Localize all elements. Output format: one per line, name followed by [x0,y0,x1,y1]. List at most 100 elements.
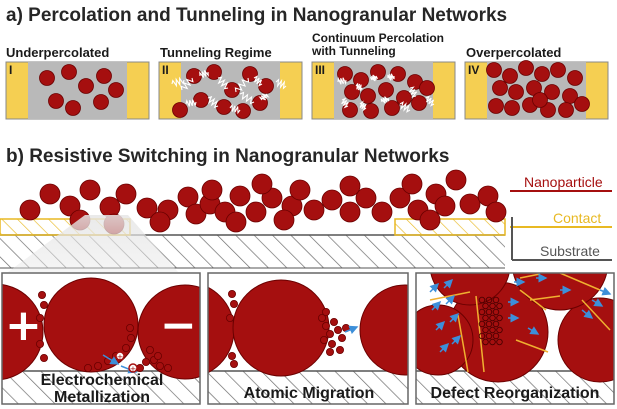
nanoparticle-a4 [558,102,574,118]
roman-numeral-4: IV [468,63,480,77]
nanoparticle-a3 [419,80,435,96]
metal-ion [145,345,154,354]
lattice-site [478,308,486,316]
lattice-site [489,314,496,322]
network-nanoparticle [99,196,121,218]
nanoparticle-a2 [172,102,188,118]
metal-ion [153,351,162,360]
metal-ion [36,313,45,322]
network-nanoparticle [201,179,223,201]
metal-ion [126,323,135,332]
network-nanoparticle [303,199,325,221]
migrating-atom [329,317,338,326]
mechanism-panel-defect [416,273,614,404]
lattice-site [478,332,486,340]
panel-a-nanoparticles [39,60,590,119]
roman-numeral-2: II [162,63,169,77]
migrating-atom [229,359,238,368]
mechanism-panel-ecm: + + [2,273,200,404]
panel-label-underpercolated: Underpercolated [6,45,110,60]
lattice-site [496,314,503,322]
network-nanoparticle [339,175,361,197]
network-nanoparticles [19,169,507,235]
nanoparticle-a2 [216,99,232,115]
migrating-atom [333,325,342,334]
metal-ion [163,363,172,372]
network-nanoparticle [245,201,267,223]
tunneling-path [239,91,255,105]
nanoparticle-a2 [224,82,240,98]
tunneling-path [217,76,229,90]
tunneling-path [180,77,194,91]
tunneling-path [359,100,367,112]
roman-numeral-1: I [9,63,13,77]
network-nanoparticle [371,201,393,223]
network-nanoparticle [79,179,101,201]
defect-motion-arrow [443,278,454,289]
tunneling-path [355,83,363,91]
defect-motion-arrow [599,287,612,296]
lattice-site [492,296,500,304]
lattice-site [489,338,496,346]
nanoparticle-a3 [378,82,394,98]
lattice-site [482,338,489,346]
lattice-site [489,326,496,334]
network-nanoparticle [177,186,199,208]
nanoparticle-a1 [78,78,94,94]
metal-ion [141,357,150,366]
network-nanoparticle [339,201,361,223]
lattice-site [482,326,489,334]
tunneling-path [229,103,241,115]
tunneling-path [275,78,287,90]
migrating-atom [325,347,334,356]
lattice-site [485,308,493,316]
nanoparticle-a4 [574,96,590,112]
mechanism-panel-migration [208,273,408,404]
tunneling-zigzags [171,70,435,115]
nanoparticle-a4 [486,62,502,78]
metal-ion [94,361,103,370]
svg-text:+: + [130,365,137,374]
nanoparticle-a2 [193,92,209,108]
network-nanoparticle [251,173,273,195]
network-nanoparticle [225,211,247,233]
tunneling-path [253,75,263,87]
lattice-site [496,338,503,346]
legend-contact: Contact [553,210,602,226]
metal-ion [122,343,131,352]
migrating-atom [227,351,236,360]
lattice-site [482,314,489,322]
nanoparticle-a3 [360,88,376,104]
network-nanoparticle [459,193,481,215]
defect-motion-arrow [581,309,594,319]
lattice-site [492,320,500,328]
network-nanoparticle [434,195,456,217]
svg-text:+: + [117,353,124,362]
network-nanoparticle [115,183,137,205]
defect-motion-arrow [451,334,462,345]
metal-ion [84,363,93,372]
metal-ion [40,353,49,362]
metal-ion [36,339,45,348]
legend-substrate: Substrate [540,243,600,259]
nanoparticle-a4 [567,70,583,86]
nanoparticle-a4 [488,98,504,114]
metal-ion [38,290,47,299]
nanoparticle-a2 [186,68,202,84]
caption-atomic-migration: Atomic Migration [243,385,375,402]
nanoparticle-a1 [65,100,81,116]
nanoparticle-a4 [508,84,524,100]
lattice-site [485,320,493,328]
tunneling-path [387,73,395,81]
network-nanoparticle [445,169,467,191]
legend-nanoparticle: Nanoparticle [524,174,603,190]
nanoparticle-a1 [61,64,77,80]
lattice-site [489,302,496,310]
migrating-atom [327,339,336,348]
network-nanoparticle [485,201,507,223]
network-nanoparticle [149,211,171,233]
migrating-atom [317,313,326,322]
nanoparticle-a3 [344,84,360,100]
defect-motion-arrow [429,282,440,293]
defect-motion-arrow [527,326,540,335]
